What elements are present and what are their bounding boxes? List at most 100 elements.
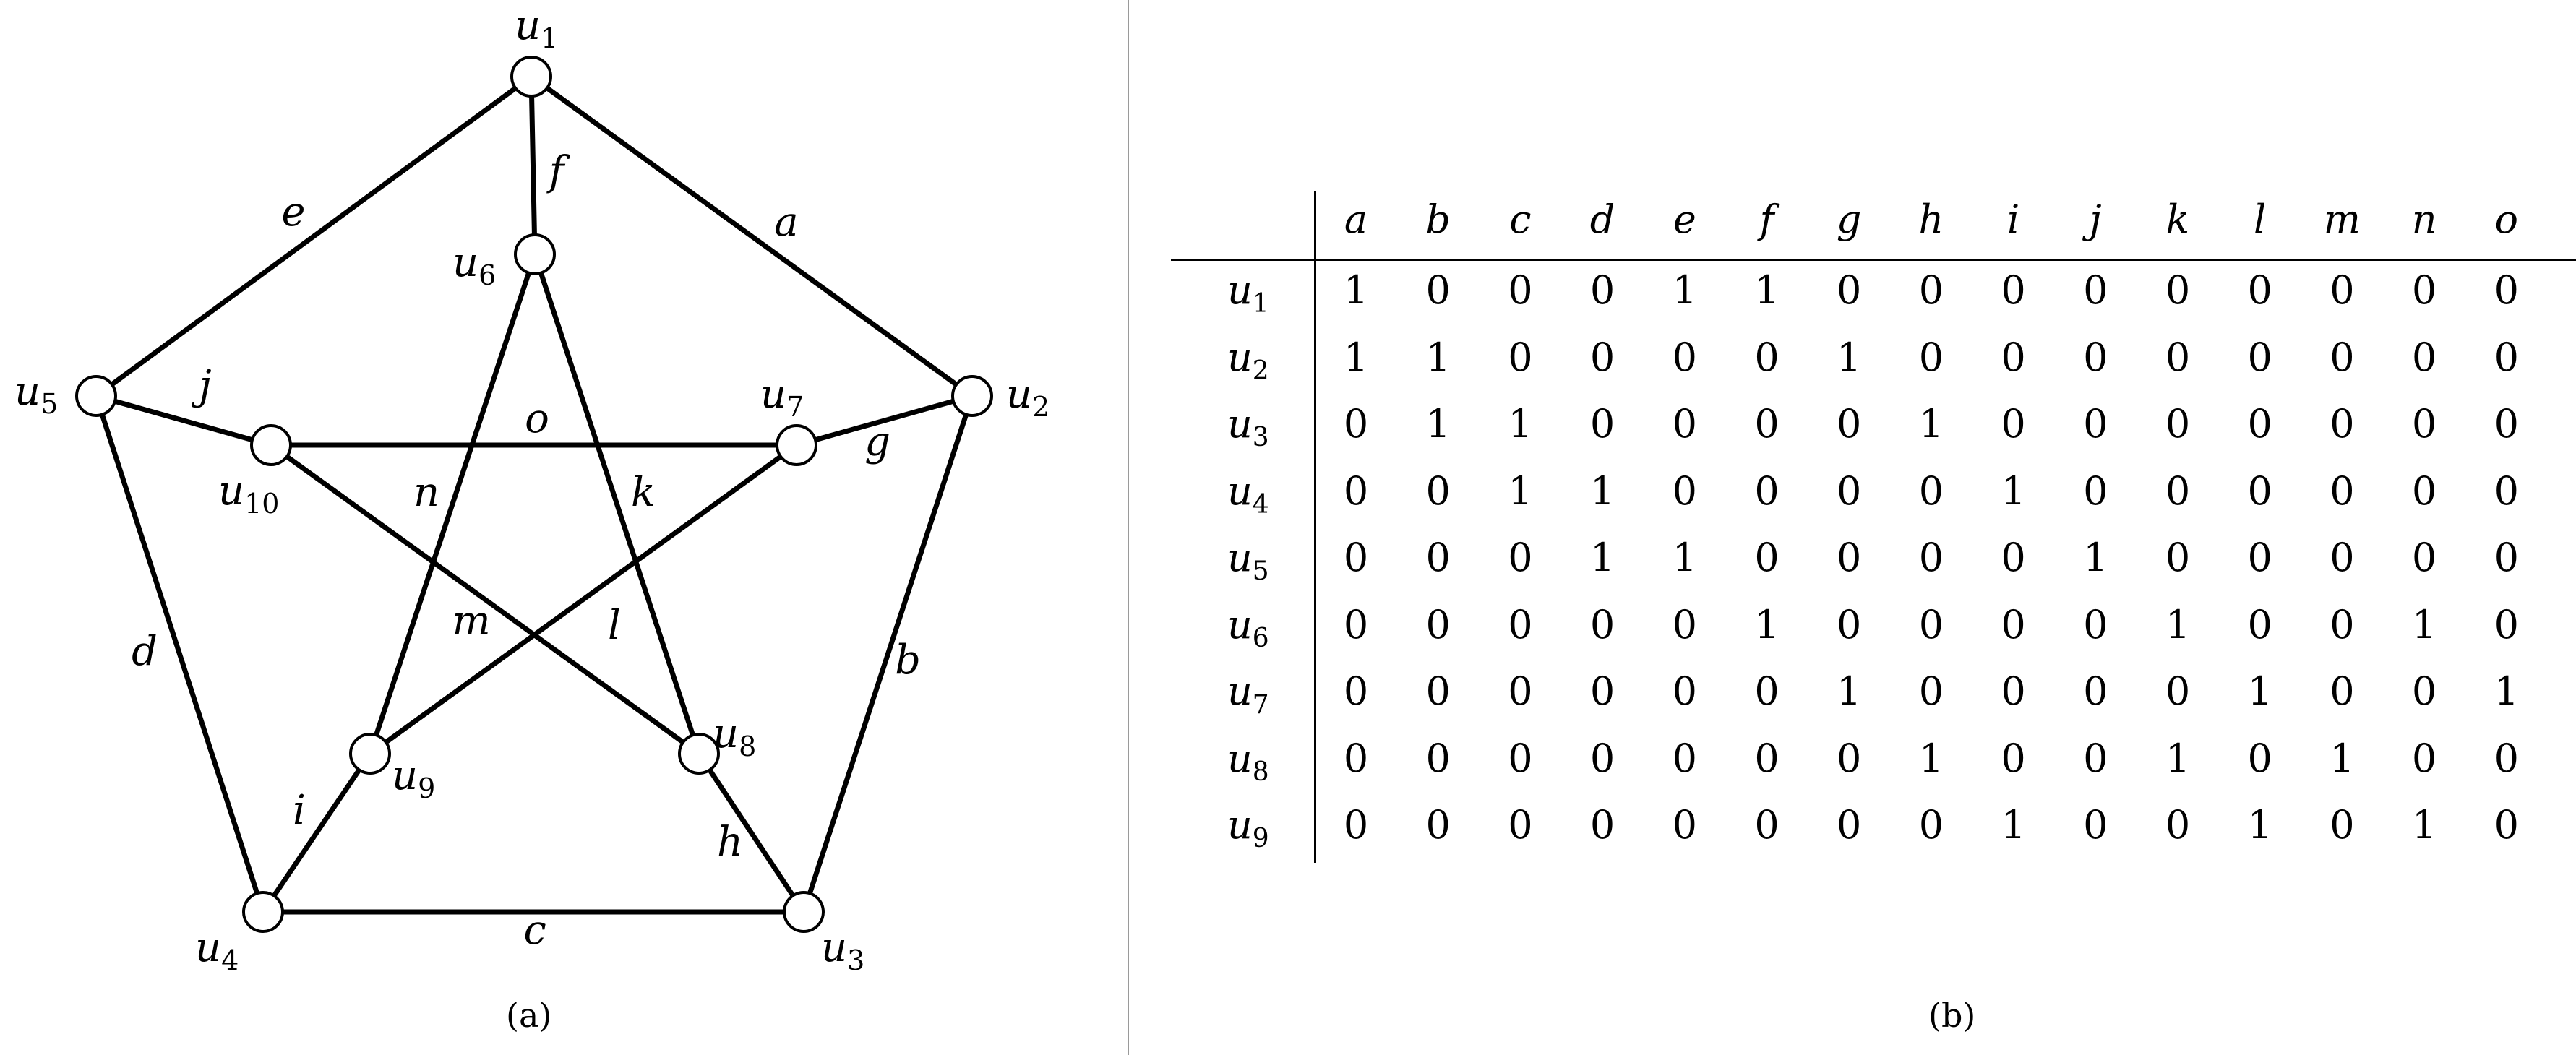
matrix-cell: 0 [1589,334,1615,380]
edge-label-f: f [546,148,571,195]
caption-b: (b) [1928,996,1976,1035]
matrix-cell: 0 [2165,535,2191,580]
matrix-cell: 1 [1508,401,1533,447]
column-header-k: k [2165,197,2190,242]
matrix-cell: 0 [1508,267,1533,313]
node-u2 [951,375,993,417]
matrix-cell: 0 [2083,267,2108,313]
row-header-u9: u9 [1227,802,1269,853]
node-label-u8: u8 [713,710,756,762]
matrix-cell: 0 [2001,735,2026,781]
node-label-u2: u2 [1006,371,1049,423]
matrix-cell: 0 [2411,401,2437,447]
edge-layer [93,74,975,915]
matrix-cell: 0 [2083,802,2108,848]
matrix-cell: 1 [2001,468,2026,514]
matrix-cell: 0 [2247,601,2272,647]
matrix-cell: 0 [2165,267,2191,313]
node-u5 [75,375,117,417]
matrix-cell: 0 [2494,334,2519,380]
matrix-cell: 1 [2001,802,2026,848]
column-header-n: n [2411,197,2437,242]
row-header-u7: u7 [1227,668,1269,720]
matrix-cell: 0 [2001,334,2026,380]
matrix-cell: 0 [1918,668,1944,714]
matrix-cell: 0 [2330,334,2355,380]
matrix-cell: 0 [2083,735,2108,781]
matrix-cell: 0 [1589,601,1615,647]
matrix-cell: 0 [1672,334,1697,380]
matrix-cell: 0 [1343,535,1369,580]
matrix-cell: 0 [2494,735,2519,781]
matrix-cell: 0 [1754,735,1779,781]
matrix-cell: 1 [2083,535,2108,580]
matrix-cell: 0 [1754,401,1779,447]
matrix-cell: 0 [1754,668,1779,714]
matrix-cell: 0 [2083,334,2108,380]
edge-label-b: b [895,637,921,684]
matrix-vertical-rule [1314,191,1316,863]
matrix-cell: 1 [2494,668,2519,714]
matrix-cell: 0 [1343,668,1369,714]
matrix-cell: 0 [2247,334,2272,380]
matrix-cell: 0 [1672,735,1697,781]
node-u9 [349,733,391,775]
column-header-o: o [2494,197,2519,242]
matrix-cell: 0 [2411,334,2437,380]
matrix-cell: 0 [1754,468,1779,514]
edge-label-o: o [525,395,549,442]
matrix-cell: 0 [1837,535,1862,580]
matrix-cell: 0 [2411,535,2437,580]
matrix-cell: 0 [1837,267,1862,313]
matrix-cell: 0 [1425,601,1451,647]
row-header-u5: u5 [1227,535,1269,586]
edge-e [93,74,534,399]
node-u3 [783,891,825,933]
edge-a [528,74,975,399]
edge-m [268,442,702,757]
row-header-u3: u3 [1227,401,1269,452]
matrix-cell: 0 [2247,267,2272,313]
matrix-cell: 0 [1672,601,1697,647]
node-u10 [250,424,292,466]
matrix-cell: 0 [1672,401,1697,447]
matrix-cell: 1 [1425,401,1451,447]
matrix-cell: 0 [2083,601,2108,647]
node-u8 [678,733,720,775]
matrix-cell: 1 [1918,735,1944,781]
matrix-cell: 0 [2165,668,2191,714]
matrix-cell: 0 [1754,334,1779,380]
matrix-cell: 0 [1425,735,1451,781]
matrix-cell: 0 [1343,802,1369,848]
matrix-cell: 0 [2083,401,2108,447]
matrix-cell: 0 [1837,401,1862,447]
node-label-u5: u5 [14,368,58,420]
matrix-cell: 0 [2411,668,2437,714]
row-header-u2: u2 [1227,334,1269,386]
matrix-cell: 0 [2001,668,2026,714]
matrix-cell: 0 [2247,735,2272,781]
matrix-cell: 0 [2330,535,2355,580]
matrix-cell: 1 [1754,601,1779,647]
caption-a: (a) [506,996,552,1035]
node-label-u7: u7 [760,371,804,423]
matrix-cell: 0 [2494,802,2519,848]
matrix-cell: 0 [2165,468,2191,514]
column-header-c: c [1509,197,1532,242]
matrix-cell: 0 [1837,735,1862,781]
matrix-cell: 0 [2411,468,2437,514]
edge-k [532,251,702,757]
row-header-u6: u6 [1227,601,1269,653]
matrix-cell: 0 [1508,735,1533,781]
node-u4 [242,891,284,933]
matrix-cell: 0 [1425,802,1451,848]
matrix-cell: 0 [2411,267,2437,313]
matrix-cell: 0 [2165,401,2191,447]
matrix-cell: 1 [1754,267,1779,313]
matrix-cell: 0 [1589,267,1615,313]
matrix-cell: 1 [2165,735,2191,781]
matrix-cell: 0 [1508,334,1533,380]
matrix-cell: 0 [2494,535,2519,580]
